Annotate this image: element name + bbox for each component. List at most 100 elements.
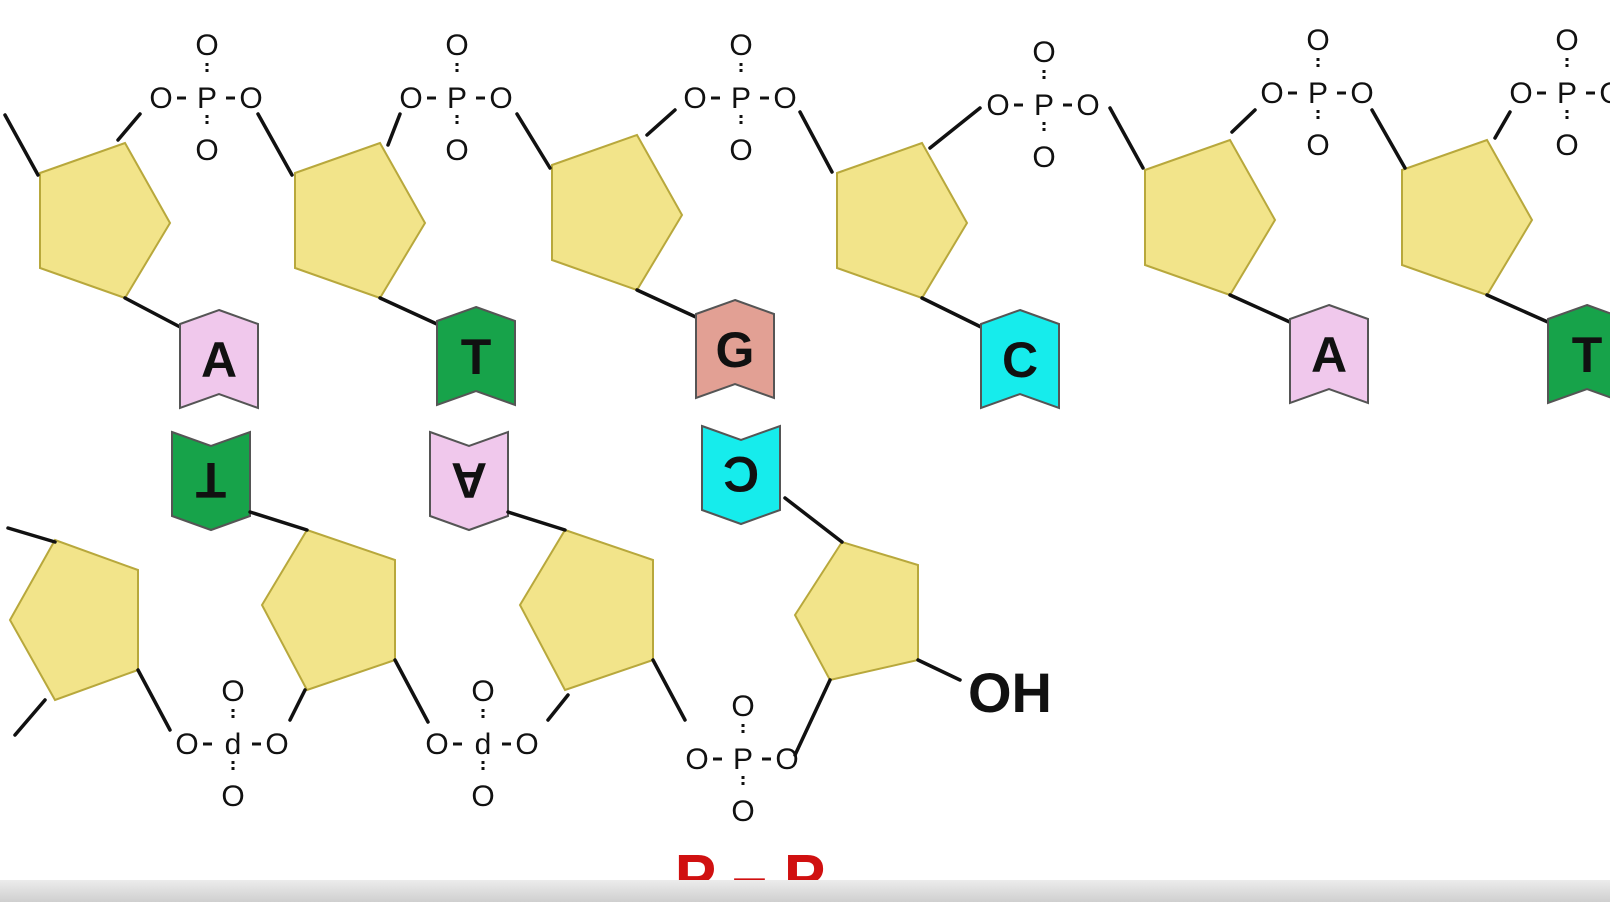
top-sugar-4 [836,141,969,300]
top-backbone-bond-10 [1370,108,1407,170]
phosphate-oxygen-right: O [775,743,798,776]
base-letter: A [451,452,487,508]
terminal-hydroxyl-label: OH [968,661,1052,724]
phosphate-phosphorus: d [475,728,492,761]
top-sugar-6 [1401,138,1534,297]
phosphate-oxygen-right: O [1076,89,1099,122]
phosphate-oxygen-right: O [515,728,538,761]
phosphate-oxygen-left: O [685,743,708,776]
phosphate-oxygen-right: O [239,82,262,115]
bottom-sugar-1 [8,538,139,702]
phosphate-oxygen-left: O [1260,77,1283,110]
phosphate-oxygen-bottom: O [1032,141,1055,174]
top-sugar-3 [551,133,684,292]
bottom-sugar-3 [518,528,654,692]
top-backbone-bond-2 [256,112,294,177]
phosphate-oxygen-bottom: O [445,134,468,167]
top-base-1: A [179,308,259,410]
phosphate-phosphorus: P [447,82,467,115]
top-backbone-bond-6 [798,110,834,174]
phosphate-oxygen-top: O [1555,24,1578,57]
base-shape [179,308,259,410]
bottom-sugar-4 [793,540,919,682]
phosphate-oxygen-right: O [1599,77,1610,110]
phosphate-oxygen-right: O [265,728,288,761]
top-backbone-bond-1 [116,112,142,142]
top-base-3: G [695,298,775,400]
top-glycosidic-bond-2 [378,296,441,327]
top-glycosidic-bond-4 [920,296,985,330]
bottom-backbone-bond-5 [546,693,570,722]
phosphate-oxygen-bottom: O [221,780,244,813]
phosphate-phosphorus: P [1557,77,1577,110]
phosphate-oxygen-top: O [731,690,754,723]
phosphate-phosphorus: P [1308,77,1328,110]
bottom-base-3: C [701,424,781,526]
phosphate-oxygen-bottom: O [195,134,218,167]
phosphate-oxygen-left: O [149,82,172,115]
bottom-backbone-bond-3 [288,688,307,722]
phosphate-oxygen-bottom: O [729,134,752,167]
top-sugar-2 [294,141,427,300]
hydroxyl-bond [916,658,962,682]
phosphate-oxygen-top: O [195,29,218,62]
top-backbone-bond [3,113,40,177]
top-glycosidic-bond-5 [1228,293,1294,325]
bottom-base-1: T [171,430,251,532]
base-letter: T [461,329,492,385]
phosphate-oxygen-top: O [471,675,494,708]
top-glycosidic-bond-1 [123,296,184,330]
phosphate-phosphorus: P [733,743,753,776]
video-bottom-bar [0,880,1610,902]
top-base-4: C [980,308,1060,410]
phosphate-oxygen-left: O [1509,77,1532,110]
bottom-glycosidic-bond-2 [506,510,567,532]
bottom-backbone-bond-4 [393,658,430,724]
bottom-base-2: A [429,430,509,532]
phosphate-phosphorus: P [197,82,217,115]
phosphate-oxygen-bottom: O [1555,129,1578,162]
base-shape [436,305,516,407]
phosphate-oxygen-right: O [489,82,512,115]
base-letter: C [723,446,759,502]
base-shape [701,424,781,526]
top-base-6: T [1547,303,1610,405]
top-base-2: T [436,305,516,407]
bottom-backbone-bond-7 [793,678,832,757]
phosphate-oxygen-top: O [1032,36,1055,69]
top-sugar-5 [1144,138,1277,297]
top-sugar-1 [39,141,172,300]
top-backbone-bond-5 [645,108,677,137]
phosphate-oxygen-top: O [445,29,468,62]
phosphate-oxygen-left: O [399,82,422,115]
base-shape [1547,303,1610,405]
base-letter: A [1311,327,1347,383]
bottom-backbone-bond-2 [136,668,172,732]
base-letter: A [201,332,237,388]
base-letter: T [196,452,227,508]
phosphate-oxygen-right: O [1350,77,1373,110]
base-shape [171,430,251,532]
phosphate-oxygen-left: O [986,89,1009,122]
base-shape [980,308,1060,410]
phosphate-oxygen-bottom: O [471,780,494,813]
phosphate-oxygen-top: O [729,29,752,62]
base-shape [429,430,509,532]
base-shape [695,298,775,400]
top-backbone-bond-8 [1108,106,1145,170]
top-backbone-bond-3 [386,112,402,147]
top-glycosidic-bond-3 [635,288,700,320]
base-letter: G [716,322,755,378]
base-letter: T [1572,327,1603,383]
base-letter: C [1002,332,1038,388]
